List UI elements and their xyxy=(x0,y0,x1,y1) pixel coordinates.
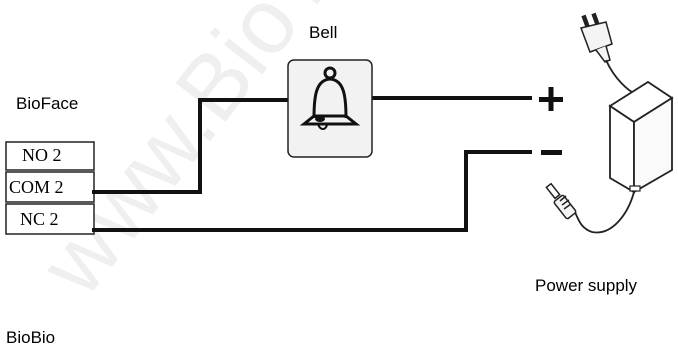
terminal-no2-box xyxy=(5,141,95,171)
footer-label: BioBio xyxy=(6,328,56,347)
terminal-com2-label: COM 2 xyxy=(9,177,64,197)
polarity-signs xyxy=(539,87,563,155)
power-adapter-icon xyxy=(545,12,674,234)
wire-nc2-to-minus xyxy=(92,150,532,232)
adapter-side xyxy=(633,96,673,194)
terminal-com2-box xyxy=(5,171,95,203)
terminal-no2-label: NO 2 xyxy=(22,145,62,165)
bell-device xyxy=(287,59,373,158)
minus-sign xyxy=(541,150,562,155)
terminal-nc2-label: NC 2 xyxy=(20,209,59,229)
adapter-front xyxy=(609,104,635,194)
adapter-strain-relief xyxy=(629,185,641,192)
device-label: BioFace xyxy=(16,94,79,113)
power-supply-label: Power supply xyxy=(535,276,638,295)
terminal-nc2-box xyxy=(5,203,95,235)
wire-com2-to-bell xyxy=(92,98,292,194)
dc-cable xyxy=(573,191,635,234)
bell-icon xyxy=(299,66,361,130)
terminal-block xyxy=(5,141,95,235)
bell-box xyxy=(287,59,373,158)
plus-sign-v xyxy=(548,87,554,111)
bell-label: Bell xyxy=(309,23,338,42)
dc-connector-icon xyxy=(545,182,577,220)
wires xyxy=(92,96,532,232)
plug-icon xyxy=(579,12,613,63)
